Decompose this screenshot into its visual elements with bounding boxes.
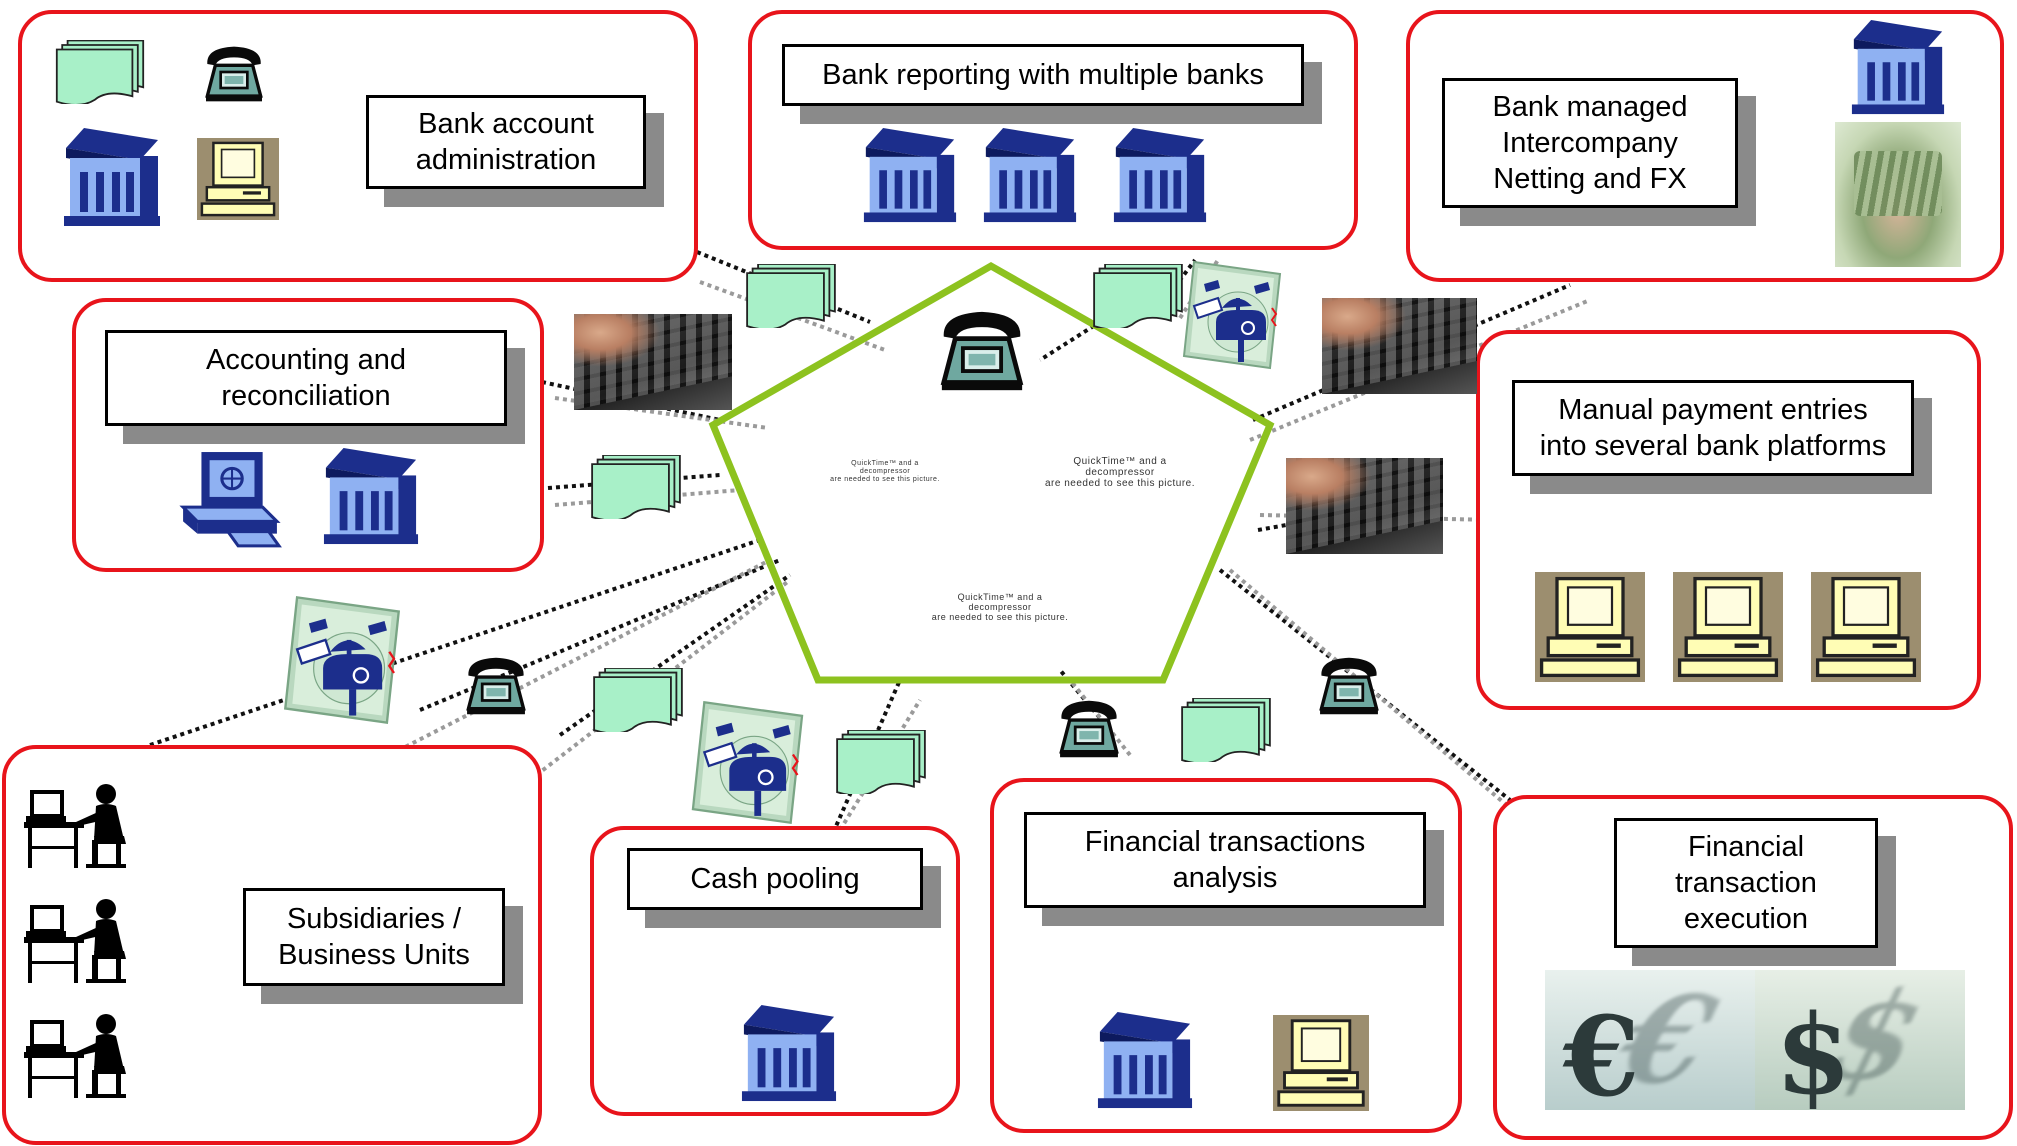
- euro-symbol-photo: € €: [1545, 970, 1755, 1110]
- computer-icon: [1533, 572, 1647, 682]
- satellite-mailbox-icon: [284, 596, 400, 724]
- label-financial-execution: Financial transaction execution: [1614, 818, 1878, 948]
- telephone-icon: [942, 312, 1022, 390]
- quicktime-placeholder-left: QuickTime™ and a decompressor are needed…: [830, 460, 940, 483]
- label-bank-account-admin: Bank account administration: [366, 95, 646, 189]
- document-stack-icon: [746, 264, 836, 328]
- document-stack-icon: [836, 730, 926, 794]
- keyboard-typing-photo: [1286, 458, 1443, 554]
- bank-icon: [64, 128, 160, 226]
- label-manual-payment: Manual payment entries into several bank…: [1512, 380, 1914, 476]
- gray-dotted-connectors: [369, 258, 1591, 832]
- computer-icon: [1809, 572, 1923, 682]
- person-at-desk-icon: [24, 784, 126, 868]
- label-bank-netting: Bank managed Intercompany Netting and FX: [1442, 78, 1738, 208]
- bank-icon: [1851, 20, 1945, 115]
- label-accounting: Accounting and reconciliation: [105, 330, 507, 426]
- computer-icon: [195, 138, 281, 220]
- dollar-symbol-photo: $ $: [1755, 970, 1965, 1110]
- telephone-icon: [1060, 701, 1118, 757]
- document-stack-icon: [593, 668, 683, 732]
- document-stack-icon: [55, 40, 145, 104]
- telephone-icon: [1320, 658, 1378, 714]
- bank-icon: [983, 128, 1077, 223]
- satellite-mailbox-icon: [1182, 260, 1282, 370]
- label-financial-analysis: Financial transactions analysis: [1024, 812, 1426, 908]
- bank-icon: [1113, 128, 1207, 223]
- document-stack-icon: [1181, 698, 1271, 762]
- money-in-hands-photo: [1835, 122, 1961, 267]
- document-stack-icon: [1093, 264, 1183, 328]
- label-cash-pooling: Cash pooling: [627, 848, 923, 910]
- person-at-desk-icon: [24, 899, 126, 983]
- bank-icon: [323, 448, 419, 545]
- bank-icon: [741, 1005, 837, 1102]
- quicktime-placeholder-bottom: QuickTime™ and a decompressor are needed…: [931, 592, 1069, 622]
- document-stack-icon: [591, 455, 681, 519]
- keyboard-typing-photo: [574, 314, 732, 410]
- satellite-mailbox-icon: [691, 701, 804, 824]
- keyboard-typing-photo: [1322, 298, 1477, 394]
- telephone-icon: [206, 47, 262, 102]
- telephone-icon: [467, 658, 525, 714]
- quicktime-placeholder-right: QuickTime™ and a decompressor are needed…: [1044, 456, 1196, 489]
- person-at-desk-icon: [24, 1014, 126, 1098]
- bank-icon: [1097, 1012, 1193, 1109]
- central-pentagon: [708, 261, 1275, 684]
- computer-icon: [1271, 1015, 1371, 1111]
- label-bank-reporting: Bank reporting with multiple banks: [782, 44, 1304, 106]
- computer-icon: [1671, 572, 1785, 682]
- bank-icon: [863, 128, 957, 223]
- label-subsidiaries: Subsidiaries / Business Units: [243, 888, 505, 986]
- computer-icon: [181, 450, 281, 548]
